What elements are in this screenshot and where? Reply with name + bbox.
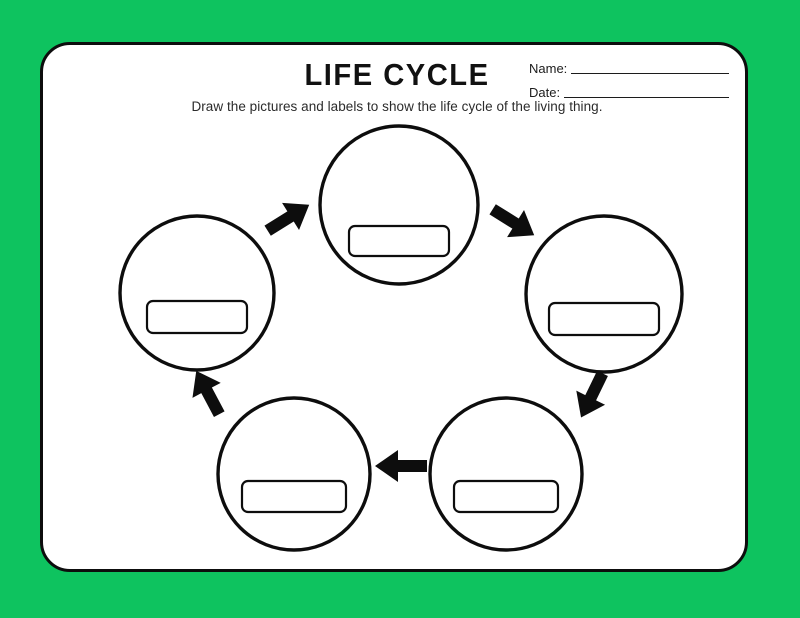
date-label: Date: (529, 85, 561, 100)
page-title: LIFE CYCLE (304, 57, 490, 92)
name-input-line[interactable] (571, 73, 729, 74)
worksheet-card: LIFE CYCLE Draw the pictures and labels … (40, 42, 748, 572)
name-label: Name: (529, 61, 568, 76)
name-field-row[interactable]: Name: (529, 53, 729, 77)
instructions-text: Draw the pictures and labels to show the… (191, 99, 603, 114)
date-input-line[interactable] (564, 97, 729, 98)
student-info-block: Name: Date: (529, 53, 729, 101)
date-field-row[interactable]: Date: (529, 77, 729, 101)
